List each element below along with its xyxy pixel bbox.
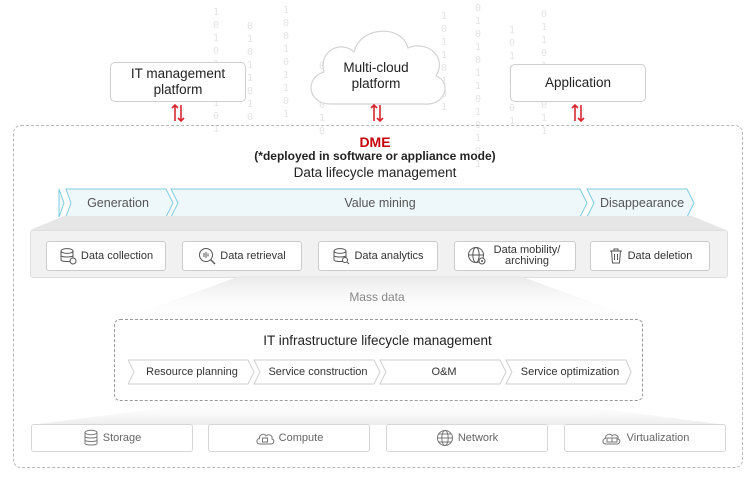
network-icon [436, 430, 453, 446]
lifecycle-chevron-bar [58, 188, 695, 218]
mass-data-label: Mass data [349, 290, 405, 304]
compute-icon [256, 433, 274, 445]
function-data-analytics: Data analytics [318, 241, 438, 271]
globe-gear-icon [468, 247, 486, 265]
dme-title: DME [359, 134, 391, 150]
infra-stage-om: O&M [431, 366, 457, 378]
platform-top-surface [30, 216, 726, 230]
stage-value-mining: Value mining [344, 196, 416, 210]
resource-storage: Storage [31, 424, 193, 452]
resource-compute: Compute [208, 424, 370, 452]
stage-disappearance: Disappearance [599, 196, 685, 210]
function-label: Data analytics [354, 249, 424, 262]
analytics-icon [333, 248, 350, 265]
infra-stage-service-optimization: Service optimization [520, 366, 620, 378]
dme-subtitle: (*deployed in software or appliance mode… [254, 149, 496, 163]
search-icon [199, 248, 216, 265]
data-lifecycle-title: Data lifecycle management [293, 165, 457, 180]
storage-icon [84, 429, 98, 446]
resource-label: Virtualization [626, 432, 690, 444]
cloud-icon [310, 30, 446, 105]
stage-chevron-generation [58, 188, 65, 218]
it-management-platform-box: IT management platform [110, 62, 246, 102]
resource-label: Storage [102, 432, 142, 444]
infra-chevron-bar [128, 359, 632, 385]
function-data-mobility-archiving: Data mobility/ archiving [454, 241, 576, 271]
trash-icon [609, 248, 622, 264]
function-label: Data deletion [627, 249, 693, 262]
function-label: Data collection [80, 249, 154, 262]
mass-data-glow [120, 276, 640, 320]
function-data-collection: Data collection [46, 241, 166, 271]
function-data-deletion: Data deletion [590, 241, 710, 271]
infra-chevron-om [379, 359, 507, 385]
multi-cloud-platform-label: Multi-cloud platform [343, 60, 409, 91]
resource-virtualization: Virtualization [564, 424, 726, 452]
database-icon [60, 248, 77, 265]
infra-chevron-resource-planning [128, 359, 255, 385]
resource-label: Compute [278, 432, 324, 444]
application-box: Application [510, 64, 646, 102]
bidirectional-arrow-icon [571, 104, 585, 122]
infra-stage-resource-planning: Resource planning [146, 366, 238, 378]
it-management-platform-label: IT management platform [130, 66, 226, 97]
stage-generation: Generation [87, 196, 149, 210]
application-label: Application [544, 75, 612, 90]
virtualization-icon [602, 433, 620, 445]
function-label: Data mobility/ archiving [493, 244, 561, 267]
base-glow [30, 399, 726, 425]
dme-container [13, 125, 743, 468]
infra-chevron-service-optimization [505, 359, 632, 385]
infra-stage-service-construction: Service construction [268, 366, 368, 378]
function-data-retrieval: Data retrieval [182, 241, 302, 271]
bidirectional-arrow-icon [171, 104, 185, 122]
resource-label: Network [457, 432, 499, 444]
function-label: Data retrieval [220, 249, 286, 262]
resource-network: Network [386, 424, 548, 452]
infra-chevron-service-construction [253, 359, 381, 385]
infra-title: IT infrastructure lifecycle management [263, 333, 492, 348]
bidirectional-arrow-icon [370, 104, 384, 122]
